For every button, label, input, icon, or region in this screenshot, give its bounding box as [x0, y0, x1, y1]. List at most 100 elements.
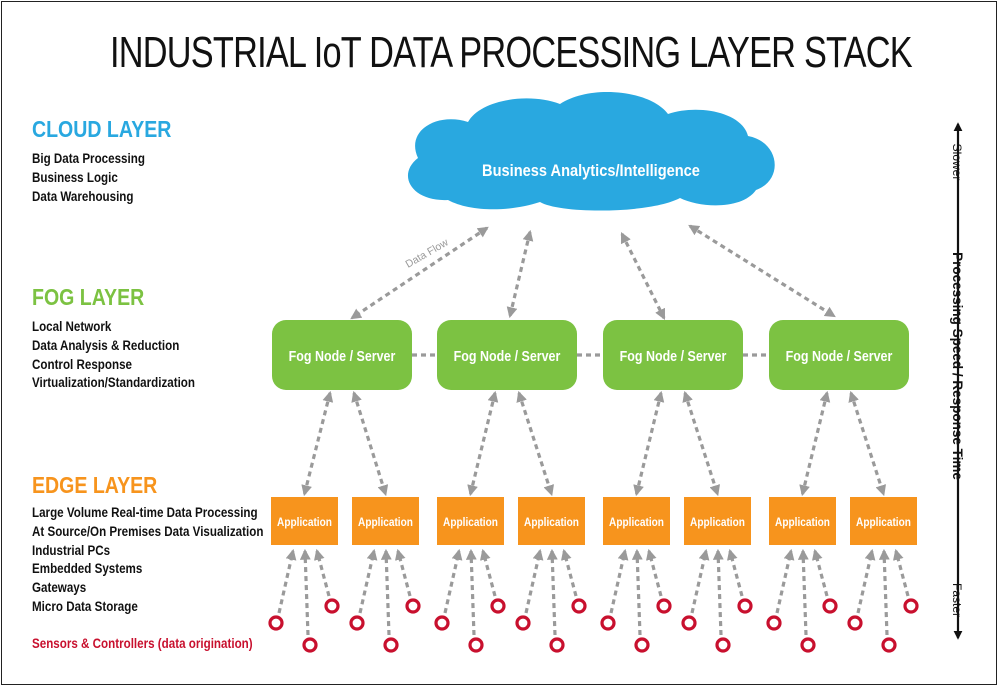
speed-axis-label: Processing Speed / Response Time [950, 252, 965, 480]
fog-node [769, 320, 909, 390]
sensor-arrow [811, 548, 829, 597]
cloud-fog-arrow [350, 226, 489, 320]
sensor-node [383, 637, 399, 653]
fog-layer-item: Control Response [32, 356, 132, 372]
fog-node [603, 320, 743, 390]
cloud-fog-arrow [506, 229, 534, 319]
sensor-node [822, 598, 838, 614]
sensor-arrow [726, 548, 744, 597]
edge-layer-item: Large Volume Real-time Data Processing [32, 505, 258, 520]
fog-app-arrow [467, 390, 499, 497]
application-label: Application [443, 516, 498, 529]
fog-layer-list: Local Network Data Analysis & Reduction … [32, 318, 195, 393]
sensor-arrow [878, 548, 890, 636]
sensor-arrow [856, 548, 876, 614]
sensor-node [766, 615, 782, 631]
sensor-node [903, 598, 919, 614]
sensor-node [549, 637, 565, 653]
connector-layer [277, 224, 910, 636]
fog-layer-item: Local Network [32, 319, 112, 334]
sensor-node [324, 598, 340, 614]
sensor-arrow [645, 548, 663, 597]
edge-layer-heading: EDGE LAYER [32, 472, 158, 498]
cloud-layer-item: Business Logic [32, 169, 118, 185]
sensor-node [268, 615, 284, 631]
application-label: Application [856, 516, 911, 529]
speed-axis-top-label: Slower [950, 144, 964, 181]
application-box [518, 497, 585, 545]
sensor-node [490, 598, 506, 614]
application-label: Application [277, 516, 332, 529]
fog-app-arrow [848, 390, 887, 497]
fog-app-arrow [682, 390, 721, 497]
sensor-node [656, 598, 672, 614]
application-box [437, 497, 504, 545]
speed-axis-bottom-label: Faster [950, 583, 964, 617]
edge-layer-item: Industrial PCs [32, 542, 111, 558]
edge-layer-item: At Source/On Premises Data Visualization [32, 523, 264, 539]
application-group: Application Application Application Applica… [271, 497, 917, 545]
fog-node [437, 320, 577, 390]
sensor-arrow [690, 548, 710, 614]
fog-node-label: Fog Node / Server [786, 348, 893, 364]
sensor-arrow [546, 548, 558, 636]
application-label: Application [775, 516, 830, 529]
sensor-arrow [465, 548, 477, 636]
sensor-group [268, 598, 919, 653]
sensor-node [800, 637, 816, 653]
cloud-layer-item: Big Data Processing [32, 151, 145, 166]
cloud-fog-arrow [688, 224, 836, 318]
sensor-arrow [892, 548, 910, 597]
sensor-node [600, 615, 616, 631]
application-box [603, 497, 670, 545]
sensor-arrow [313, 548, 331, 597]
sensor-arrow [797, 548, 809, 636]
fog-node-label: Fog Node / Server [289, 348, 396, 364]
application-label: Application [524, 516, 579, 529]
sensor-node [681, 615, 697, 631]
sensor-node [571, 598, 587, 614]
cloud-shape [407, 91, 775, 211]
edge-layer-item: Gateways [32, 580, 87, 596]
sensor-arrow [712, 548, 724, 636]
application-box [352, 497, 419, 545]
cloud-layer-heading: CLOUD LAYER [32, 116, 172, 142]
sensor-arrow [380, 548, 392, 636]
sensor-arrow [560, 548, 578, 597]
sensor-node [847, 615, 863, 631]
cloud-layer-list: Big Data Processing Business Logic Data … [32, 150, 145, 206]
application-box [684, 497, 751, 545]
edge-layer-item: Micro Data Storage [32, 598, 138, 614]
sensor-arrow [394, 548, 412, 597]
sensor-arrow [299, 548, 311, 636]
fog-layer-item: Virtualization/Standardization [32, 375, 195, 391]
fog-app-arrow [351, 390, 389, 497]
cloud-layer-item: Data Warehousing [32, 188, 134, 204]
sensor-node [349, 615, 365, 631]
sensor-arrow [524, 548, 544, 614]
fog-app-arrow [799, 390, 831, 497]
fog-node-group: Fog Node / Server Fog Node / Server Fog No… [272, 320, 909, 390]
sensor-node [405, 598, 421, 614]
sensor-node [634, 637, 650, 653]
application-box [850, 497, 917, 545]
application-box [769, 497, 836, 545]
fog-node-label: Fog Node / Server [620, 348, 727, 364]
sensor-node [715, 637, 731, 653]
sensor-node [302, 637, 318, 653]
sensor-node [881, 637, 897, 653]
application-label: Application [358, 516, 413, 529]
fog-layer-heading: FOG LAYER [32, 284, 145, 310]
fog-app-arrow [301, 390, 334, 497]
sensor-node [468, 637, 484, 653]
sensor-node [434, 615, 450, 631]
sensor-arrow [277, 548, 297, 614]
sensor-arrow [775, 548, 795, 614]
cloud-fog-arrow [620, 232, 666, 320]
fog-layer-item: Data Analysis & Reduction [32, 337, 180, 353]
fog-app-arrow [516, 390, 555, 497]
sensors-label: Sensors & Controllers (data origination) [32, 636, 253, 651]
edge-layer-list: Large Volume Real-time Data Processing A… [32, 504, 263, 617]
diagram-title: INDUSTRIAL IoT DATA PROCESSING LAYER STA… [110, 28, 913, 77]
